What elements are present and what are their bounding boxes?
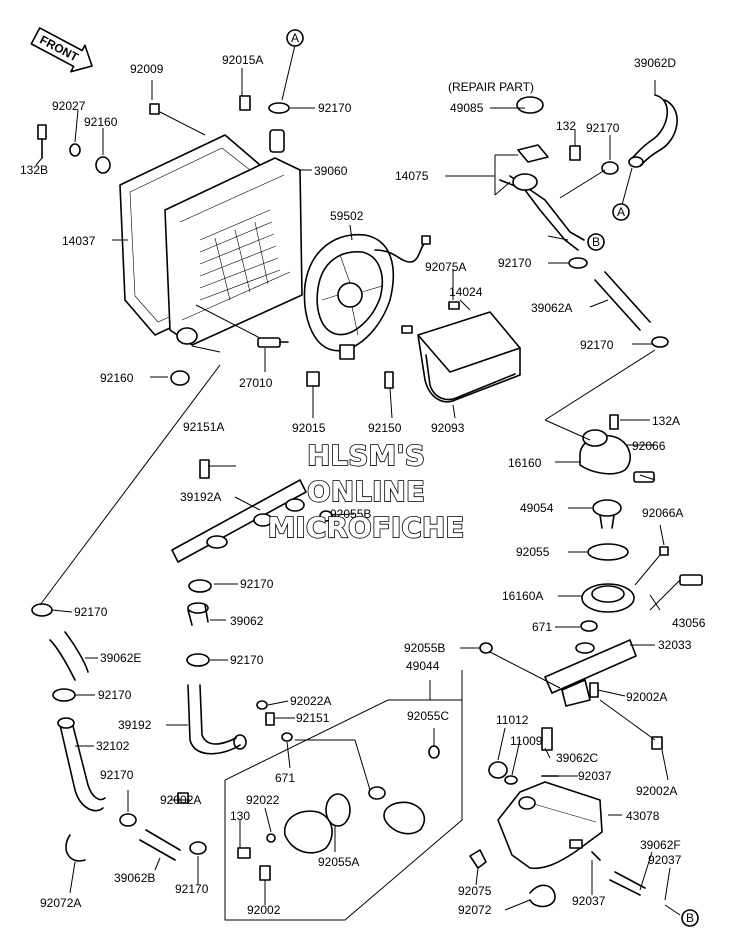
label-14075: 14075 (395, 169, 429, 183)
svg-text:B: B (592, 235, 600, 249)
label-14037: 14037 (62, 234, 96, 248)
label-39062B: 39062B (114, 871, 155, 885)
label-39192A: 39192A (180, 490, 221, 504)
svg-text:MICROFICHE: MICROFICHE (268, 511, 465, 544)
label-43056: 43056 (672, 616, 706, 630)
label-92066A: 92066A (642, 506, 683, 520)
label-92002A: 92002A (160, 793, 201, 807)
label-39062D: 39062D (634, 56, 676, 70)
label-92066: 92066 (632, 439, 666, 453)
label-49054: 49054 (520, 501, 554, 515)
label-39062A: 39062A (531, 301, 572, 315)
label-11012: 11012 (496, 713, 529, 727)
callout-b-bottom: B (681, 909, 699, 927)
label-92037: 92037 (648, 853, 682, 867)
label-92170: 92170 (98, 688, 132, 702)
callout-b-right: B (587, 233, 605, 251)
label-92170: 92170 (175, 882, 209, 896)
label-49085: 49085 (450, 101, 484, 115)
label-39060: 39060 (314, 164, 348, 178)
label-92055B: 92055B (330, 507, 371, 521)
radiator-fins (199, 209, 281, 301)
label-92027: 92027 (52, 99, 86, 113)
label-39062C: 39062C (556, 751, 598, 765)
label-32033: 32033 (658, 638, 692, 652)
filler-pipe-assembly (499, 94, 678, 348)
label-repair-part: (REPAIR PART) (448, 80, 534, 94)
label-39192: 39192 (118, 718, 152, 732)
label-92022: 92022 (246, 793, 280, 807)
label-671: 671 (532, 620, 552, 634)
label-92075A: 92075A (425, 260, 466, 274)
label-92055A: 92055A (318, 855, 359, 869)
label-92170: 92170 (74, 605, 108, 619)
label-49044: 49044 (406, 659, 440, 673)
label-27010: 27010 (239, 376, 273, 390)
label-92170: 92170 (318, 101, 352, 115)
label-59502: 59502 (330, 209, 364, 223)
part-labels: 92009 92015A 92170 39062D 92027 92160 13… (20, 53, 706, 917)
front-arrow-icon: FRONT (30, 27, 93, 73)
thermostat-housing (579, 414, 703, 632)
cooling-fan (303, 233, 431, 389)
label-132A: 132A (652, 414, 680, 428)
watermark: HLSM'S ONLINE MICROFICHE (267, 438, 465, 545)
svg-text:A: A (291, 31, 299, 45)
label-92075: 92075 (458, 884, 492, 898)
label-92170: 92170 (100, 768, 134, 782)
callout-a-top: A (286, 29, 304, 47)
label-92160: 92160 (84, 115, 118, 129)
label-92002A: 92002A (626, 690, 667, 704)
label-92170: 92170 (240, 577, 274, 591)
label-92002A: 92002A (636, 784, 677, 798)
radiator-assembly (37, 95, 303, 386)
svg-text:A: A (617, 205, 625, 219)
label-132B: 132B (20, 163, 48, 177)
label-92037: 92037 (572, 894, 606, 908)
label-32102: 32102 (96, 739, 130, 753)
label-92170: 92170 (580, 338, 614, 352)
label-92150: 92150 (368, 421, 402, 435)
label-39062: 39062 (230, 614, 264, 628)
water-pipe (479, 639, 663, 750)
label-92072A: 92072A (40, 896, 81, 910)
label-130: 130 (230, 809, 250, 823)
label-92151: 92151 (296, 711, 330, 725)
reserve-tank (469, 727, 646, 908)
label-92170: 92170 (230, 653, 264, 667)
label-92055B: 92055B (404, 641, 445, 655)
label-39062E: 39062E (100, 651, 141, 665)
callout-a-right: A (612, 203, 630, 221)
water-pump-box (224, 670, 463, 921)
label-43078: 43078 (626, 809, 660, 823)
label-132: 132 (556, 119, 576, 133)
label-92170: 92170 (586, 121, 620, 135)
label-16160: 16160 (508, 456, 542, 470)
label-16160A: 16160A (502, 589, 543, 603)
coolant-pipe-left (171, 459, 333, 563)
reserve-tank-cover (401, 301, 521, 403)
label-39062F: 39062F (640, 838, 681, 852)
label-92151A: 92151A (183, 420, 224, 434)
leader-lines (35, 44, 681, 916)
label-14024: 14024 (449, 285, 483, 299)
label-92055C: 92055C (407, 709, 449, 723)
svg-text:HLSM'S: HLSM'S (307, 439, 425, 472)
label-92093: 92093 (431, 421, 465, 435)
label-11009: 11009 (510, 734, 543, 748)
label-92015A: 92015A (222, 53, 263, 67)
label-92037: 92037 (578, 769, 612, 783)
svg-text:B: B (686, 911, 694, 925)
label-92022A: 92022A (290, 694, 331, 708)
label-92055: 92055 (516, 545, 550, 559)
label-92160: 92160 (100, 371, 134, 385)
label-92170: 92170 (498, 256, 532, 270)
label-671: 671 (275, 771, 295, 785)
label-92002: 92002 (247, 903, 281, 917)
label-92009: 92009 (130, 62, 164, 76)
label-92015: 92015 (292, 421, 326, 435)
label-92072: 92072 (458, 903, 492, 917)
svg-text:ONLINE: ONLINE (307, 475, 425, 508)
